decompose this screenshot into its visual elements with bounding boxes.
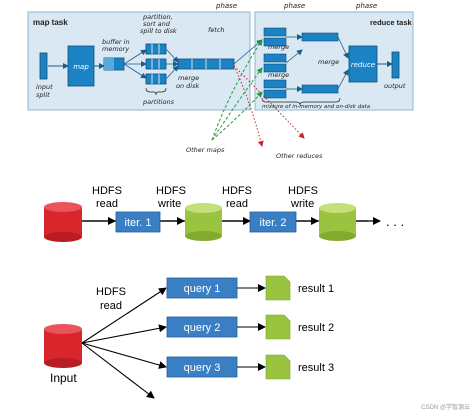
input-split-label: input [36,83,53,91]
iter-1-box [115,211,161,233]
intermediate-cylinder-1 [185,203,222,241]
mixture-label: mixture of in-memory and on-disk data [262,104,371,110]
input-split-box [39,52,48,80]
hdfs-write-label: HDFS [156,185,186,197]
iter-1-label: iter. 1 [125,217,152,229]
phase-label: phase [283,2,305,10]
iter-2-label: iter. 2 [260,217,287,229]
result-3-doc [265,354,291,380]
merge-label: merge [268,43,289,51]
iter-2-box [249,211,297,233]
reduce-label: reduce [351,61,375,69]
copy-buffers [263,27,287,99]
result-2-label: result 2 [298,322,334,334]
phase-label: phase [215,2,237,10]
merge-on-disk-label: merge [178,74,199,82]
merge-label: merge [318,58,339,66]
partitions-label: partitions [142,98,175,106]
hdfs-read-label: HDFS [92,185,122,197]
result-2-doc [265,314,291,340]
hdfs-write-label: write [290,198,314,210]
watermark: CSDN @学智源云 [421,403,470,411]
input-label: Input [50,371,77,385]
partition-label: sort and [143,20,171,28]
partition-label: partition, [142,13,173,21]
hdfs-read-label: HDFS [222,185,252,197]
query-3-label: query 3 [184,362,221,374]
ellipsis: . . . [386,214,404,229]
query-2-label: query 2 [184,322,221,334]
mixture-brace [261,97,341,106]
other-maps-label: Other maps [186,146,225,154]
result-1-label: result 1 [298,283,334,295]
spill-files [145,43,167,85]
partitions-brace [145,87,167,96]
buffer-label: buffer in [102,38,130,46]
buffer-label: memory [102,45,129,53]
input-split-label: split [36,91,50,99]
query-diagram: HDFS read Input query 1 result 1 query 2… [44,275,334,399]
mapreduce-diagram: phase phase phase map task reduce task i… [27,2,414,160]
hdfs-write-label: write [157,198,181,210]
map-label: map [73,63,89,71]
hdfs-read-label: HDFS [96,286,126,298]
output-label: output [384,82,406,90]
result-3-label: result 3 [298,362,334,374]
hdfs-read-label: read [96,198,118,210]
output-box [391,51,400,79]
intermediate-cylinder-2 [319,203,356,241]
query-1-label: query 1 [184,283,221,295]
iterative-diagram: HDFS read iter. 1 HDFS write HDFS read i… [44,185,404,242]
phase-label: phase [355,2,377,10]
map-box [67,45,95,87]
reduce-task-label: reduce task [370,18,413,27]
merge-on-disk-label: on disk [176,82,199,90]
input-cylinder [44,324,82,368]
partition-label: spill to disk [140,27,177,35]
fetch-label: fetch [208,26,225,34]
merge-label: merge [268,71,289,79]
other-reduces-label: Other reduces [276,152,323,160]
hdfs-write-label: HDFS [288,185,318,197]
map-task-label: map task [33,18,68,27]
hdfs-read-label: read [100,300,122,312]
input-cylinder [44,202,82,242]
result-1-doc [265,275,291,301]
hdfs-read-label: read [226,198,248,210]
